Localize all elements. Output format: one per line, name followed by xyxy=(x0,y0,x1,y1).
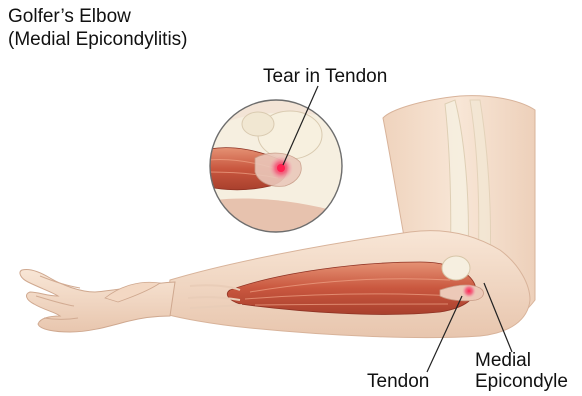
label-medial: Medial xyxy=(475,350,531,371)
page-title: Golfer’s Elbow xyxy=(8,6,131,28)
hand xyxy=(20,269,175,332)
label-tear-in-tendon: Tear in Tendon xyxy=(263,66,387,87)
page-subtitle: (Medial Epicondylitis) xyxy=(8,29,188,51)
tear-spot-small xyxy=(462,284,476,298)
medial-epicondyle-bone xyxy=(442,256,470,280)
label-epicondyle: Epicondyle xyxy=(475,371,568,392)
label-tendon: Tendon xyxy=(367,371,429,392)
zoom-inset xyxy=(200,90,360,250)
